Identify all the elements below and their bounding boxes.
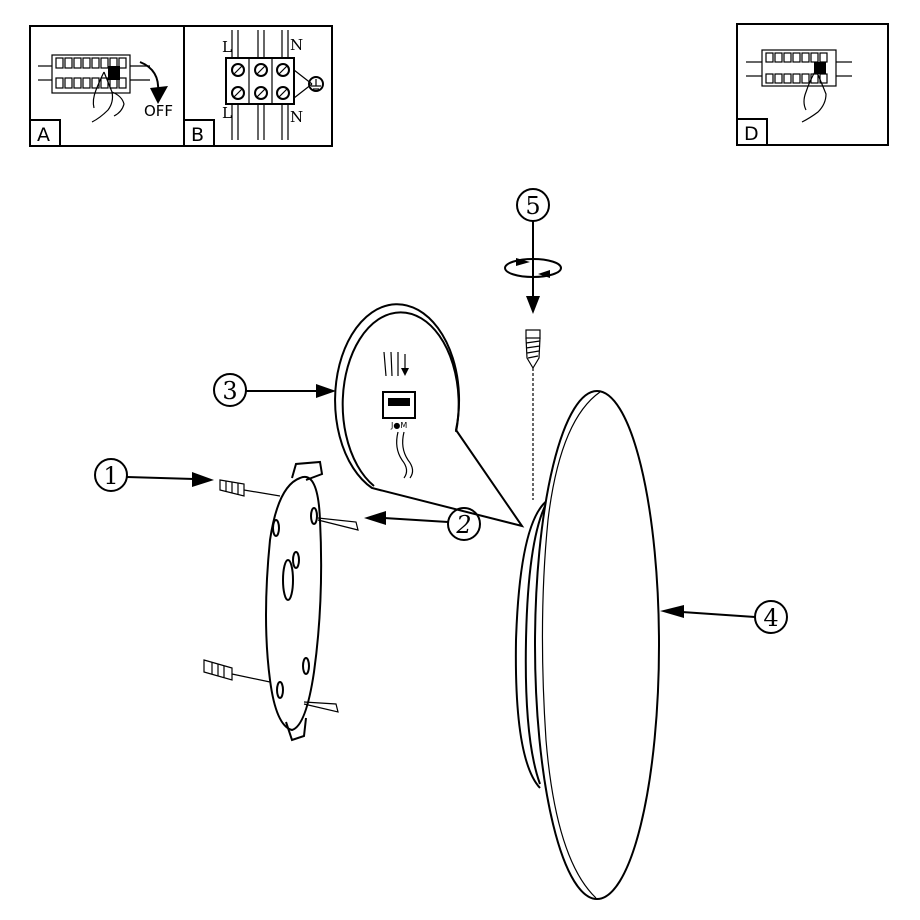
breaker-switch-icon [38, 54, 150, 94]
wall-plug-group: 1 [94, 458, 281, 683]
terminal-block-icon [225, 57, 295, 105]
breaker-switch-icon-d [746, 49, 852, 87]
panel-b: L N L N B [183, 25, 333, 147]
panel-letter-b: B [191, 124, 204, 146]
rotate-icon [504, 258, 562, 278]
callout-2-circle [447, 507, 481, 541]
screw-group: 2 [303, 507, 481, 713]
screw-icon-upper [317, 517, 359, 531]
svg-text:J●M: J●M [390, 421, 407, 430]
callout-1-label: 1 [103, 462, 118, 490]
panel-a: OFF A [29, 25, 185, 147]
wall-plug-icon-lower [203, 659, 271, 683]
callout-3-label: 3 [222, 377, 237, 405]
mounting-plate [265, 460, 324, 742]
hand-icon-d [801, 69, 827, 123]
off-label: OFF [144, 102, 173, 120]
fixing-screw-group: 5 [504, 188, 562, 500]
live-label-bottom: L [222, 104, 232, 122]
terminal-connection-detail: 3 J●M [213, 303, 525, 528]
screw-icon [525, 329, 541, 370]
panel-d: D [736, 23, 889, 146]
hand-icon [91, 71, 125, 123]
screw-icon-lower [303, 701, 339, 713]
wall-plug-icon [219, 479, 281, 497]
live-label-top: L [222, 38, 232, 56]
neutral-label-top: N [290, 36, 303, 54]
callout-4-label: 4 [763, 604, 778, 632]
panel-letter-a: A [37, 124, 50, 146]
ground-icon [308, 76, 324, 92]
terminal-block-icon-small: J●M [382, 351, 416, 479]
lamp-shade-callout: 4 [660, 600, 788, 634]
lamp-disc [514, 390, 660, 900]
neutral-label-bottom: N [290, 108, 303, 126]
callout-1-circle [94, 458, 128, 492]
callout-5-label: 5 [525, 192, 540, 220]
panel-letter-d: D [744, 123, 759, 145]
callout-2-label: 2 [455, 511, 471, 539]
